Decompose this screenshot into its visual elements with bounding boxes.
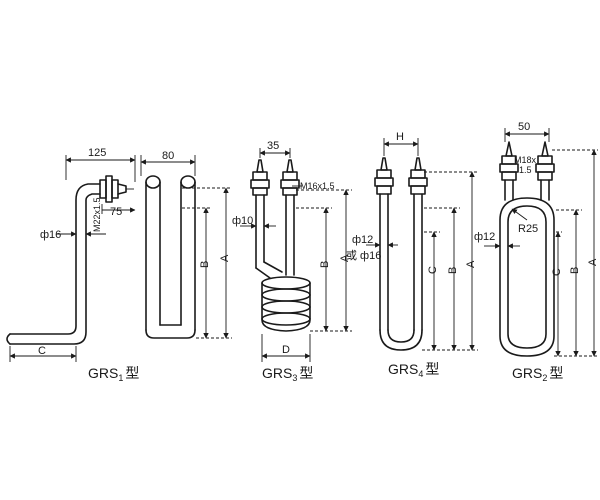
grs2-r25: R25 [518,223,538,235]
grs2-dim-a: A [587,258,599,266]
grs1-dim-b: B [199,261,211,268]
grs3-thread-label: M16x1.5 [300,181,335,191]
grs1-phi16: ф16 [40,229,61,241]
grs2-thread-label-1: M18x [514,155,537,165]
grs4-dim-a: A [465,260,477,268]
grs3-dim-a: A [339,254,351,262]
grs3-phi10: ф10 [232,215,253,227]
grs4-phi12: ф12 [352,234,373,246]
grs2-dim-b: B [569,267,581,274]
grs1-thread-label: M22x1.5 [92,197,102,232]
grs4-dim-c: C [427,266,439,274]
grs2-phi12: ф12 [474,231,495,243]
grs3-dim-35: 35 [267,140,279,152]
grs3-dim-d: D [282,344,290,356]
grs4-dim-b: B [447,267,459,274]
grs1-dim-80: 80 [162,150,174,162]
grs2-dim-50: 50 [518,121,530,133]
grs2-dim-c: C [551,268,563,276]
grs2-thread-label-2: 1.5 [519,165,532,175]
grs3-coil [261,276,311,326]
grs3-dim-b: B [319,261,331,268]
grs1-dim-75: 75 [110,206,122,218]
grs1-dim-125: 125 [88,147,106,159]
grs1-diagram: 125 75 M22x1.5 ф16 C 80 B [6,147,232,383]
grs4-or-phi16: 或 ф16 [346,249,381,262]
grs1-dim-a: A [219,254,231,262]
grs4-dim-h: H [396,131,404,143]
grs1-dim-c: C [38,345,46,357]
